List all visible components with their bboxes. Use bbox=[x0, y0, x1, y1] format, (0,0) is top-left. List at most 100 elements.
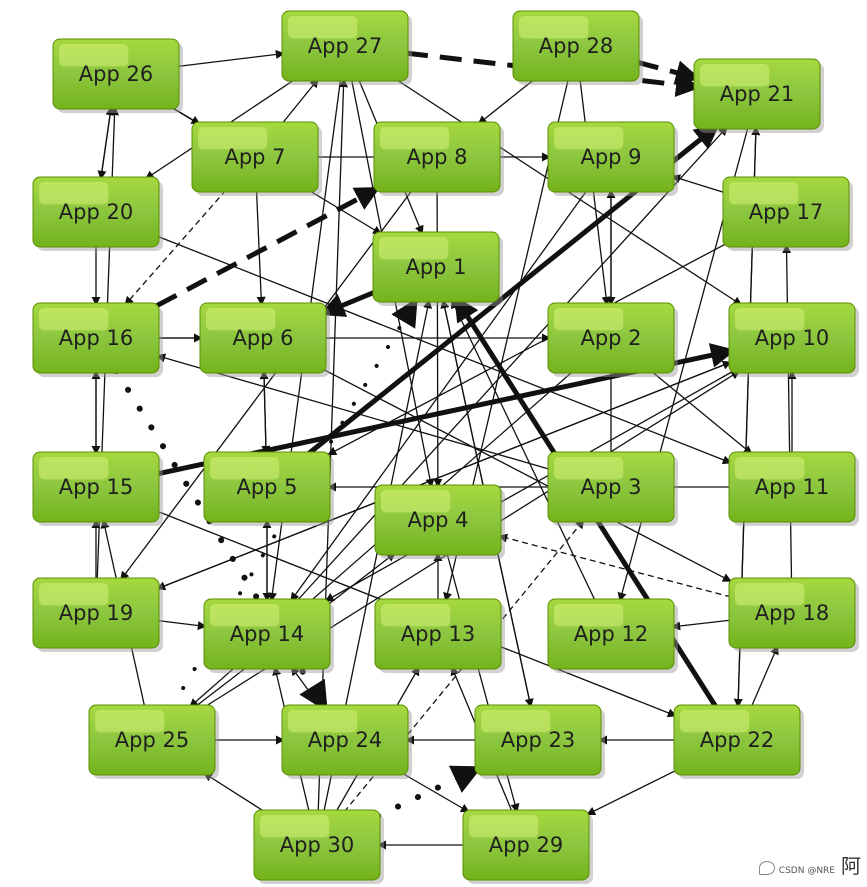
node-app-14[interactable]: App 14 bbox=[203, 598, 334, 673]
node-highlight bbox=[206, 308, 276, 331]
node-label: App 21 bbox=[720, 82, 794, 106]
node-app-25[interactable]: App 25 bbox=[88, 704, 219, 779]
node-app-24[interactable]: App 24 bbox=[281, 704, 412, 779]
node-app-9[interactable]: App 9 bbox=[547, 121, 678, 196]
node-app-10[interactable]: App 10 bbox=[728, 302, 859, 377]
node-highlight bbox=[210, 457, 280, 480]
node-highlight bbox=[554, 457, 624, 480]
node-app-2[interactable]: App 2 bbox=[547, 302, 678, 377]
node-app-19[interactable]: App 19 bbox=[32, 577, 163, 652]
node-highlight bbox=[519, 16, 589, 39]
node-app-23[interactable]: App 23 bbox=[474, 704, 605, 779]
edge-7-to-16 bbox=[124, 189, 227, 306]
node-app-7[interactable]: App 7 bbox=[191, 121, 322, 196]
node-label: App 16 bbox=[59, 326, 133, 350]
edge-6-to-5 bbox=[261, 370, 271, 455]
node-app-1[interactable]: App 1 bbox=[372, 231, 503, 306]
node-label: App 14 bbox=[230, 622, 304, 646]
node-label: App 20 bbox=[59, 200, 133, 224]
node-app-26[interactable]: App 26 bbox=[52, 38, 183, 113]
node-label: App 6 bbox=[232, 326, 293, 350]
node-highlight bbox=[39, 457, 109, 480]
edge-20-to-11 bbox=[156, 235, 732, 465]
node-label: App 25 bbox=[115, 728, 189, 752]
node-highlight bbox=[735, 308, 805, 331]
node-label: App 2 bbox=[580, 326, 641, 350]
node-app-6[interactable]: App 6 bbox=[199, 302, 330, 377]
edge-2-to-11 bbox=[650, 370, 753, 455]
node-label: App 13 bbox=[401, 622, 475, 646]
node-highlight bbox=[554, 604, 624, 627]
node-app-5[interactable]: App 5 bbox=[203, 451, 334, 526]
node-label: App 10 bbox=[755, 326, 829, 350]
node-highlight bbox=[700, 64, 770, 87]
node-highlight bbox=[95, 710, 165, 733]
edge-24-to-29 bbox=[401, 772, 470, 813]
node-label: App 3 bbox=[580, 475, 641, 499]
node-app-22[interactable]: App 22 bbox=[673, 704, 804, 779]
node-app-13[interactable]: App 13 bbox=[374, 598, 505, 673]
node-app-28[interactable]: App 28 bbox=[512, 10, 643, 85]
edge-7-to-27 bbox=[281, 78, 319, 125]
node-app-18[interactable]: App 18 bbox=[728, 577, 859, 652]
node-label: App 11 bbox=[755, 475, 829, 499]
node-highlight bbox=[729, 182, 799, 205]
node-app-21[interactable]: App 21 bbox=[693, 58, 824, 133]
node-app-16[interactable]: App 16 bbox=[32, 302, 163, 377]
edge-22-to-18 bbox=[750, 645, 779, 708]
node-label: App 23 bbox=[501, 728, 575, 752]
node-label: App 12 bbox=[574, 622, 648, 646]
node-app-20[interactable]: App 20 bbox=[32, 176, 163, 251]
edge-30-to-23 bbox=[375, 765, 483, 819]
node-label: App 5 bbox=[236, 475, 297, 499]
edge-12-to-1 bbox=[451, 299, 596, 602]
watermark-glyph: 阿 bbox=[841, 854, 861, 878]
node-highlight bbox=[735, 583, 805, 606]
node-highlight bbox=[554, 308, 624, 331]
node-highlight bbox=[39, 308, 109, 331]
node-highlight bbox=[381, 490, 451, 513]
node-label: App 24 bbox=[308, 728, 382, 752]
node-app-29[interactable]: App 29 bbox=[462, 809, 593, 884]
node-label: App 1 bbox=[405, 255, 466, 279]
node-label: App 19 bbox=[59, 601, 133, 625]
node-highlight bbox=[210, 604, 280, 627]
edge-7-to-6 bbox=[255, 189, 266, 306]
edge-22-to-29 bbox=[586, 769, 677, 816]
node-label: App 18 bbox=[755, 601, 829, 625]
node-app-17[interactable]: App 17 bbox=[722, 176, 853, 251]
node-app-12[interactable]: App 12 bbox=[547, 598, 678, 673]
edge-17-to-5 bbox=[327, 243, 726, 456]
edge-16-to-8 bbox=[155, 187, 381, 308]
node-app-4[interactable]: App 4 bbox=[374, 484, 505, 559]
node-highlight bbox=[680, 710, 750, 733]
node-app-15[interactable]: App 15 bbox=[32, 451, 163, 526]
edge-8-to-19 bbox=[120, 189, 413, 581]
node-label: App 26 bbox=[79, 62, 153, 86]
wechat-icon bbox=[758, 861, 775, 875]
node-label: App 27 bbox=[308, 34, 382, 58]
node-app-8[interactable]: App 8 bbox=[373, 121, 504, 196]
node-app-30[interactable]: App 30 bbox=[253, 809, 384, 884]
node-highlight bbox=[735, 457, 805, 480]
edge-18-to-17 bbox=[782, 244, 793, 581]
edge-19-to-14 bbox=[156, 619, 207, 631]
edge-28-to-21 bbox=[636, 59, 701, 85]
node-highlight bbox=[379, 237, 449, 260]
node-app-27[interactable]: App 27 bbox=[281, 10, 412, 85]
node-highlight bbox=[198, 127, 268, 150]
node-label: App 17 bbox=[749, 200, 823, 224]
edge-30-to-25 bbox=[203, 772, 266, 813]
node-highlight bbox=[260, 815, 330, 838]
node-app-3[interactable]: App 3 bbox=[547, 451, 678, 526]
edge-28-to-8 bbox=[477, 78, 536, 125]
node-app-11[interactable]: App 11 bbox=[728, 451, 859, 526]
edge-10-to-14 bbox=[324, 370, 734, 602]
edge-18-to-12 bbox=[671, 619, 732, 631]
node-highlight bbox=[554, 127, 624, 150]
node-highlight bbox=[481, 710, 551, 733]
node-highlight bbox=[39, 583, 109, 606]
node-label: App 4 bbox=[407, 508, 468, 532]
node-label: App 9 bbox=[580, 145, 641, 169]
